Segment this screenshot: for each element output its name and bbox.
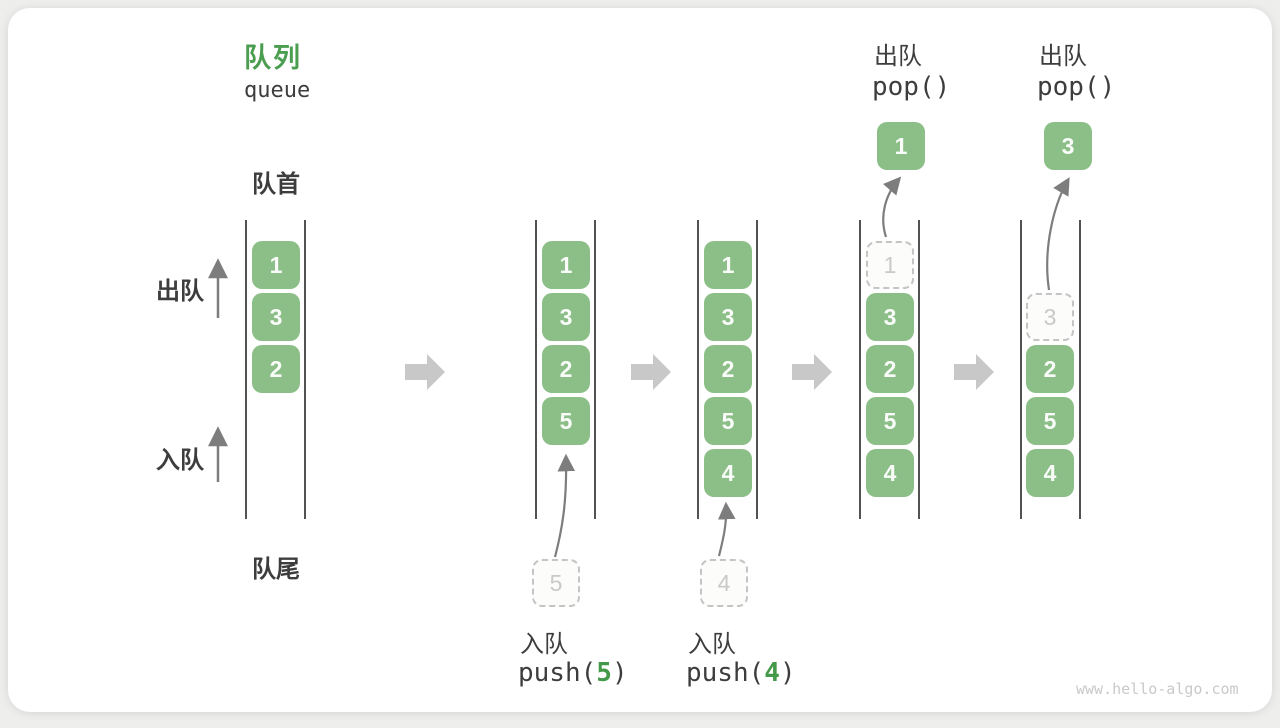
dequeue-op-label: 出队 bbox=[1039, 43, 1087, 70]
dequeue-op-call: pop() bbox=[1037, 72, 1115, 102]
call-suffix: ) bbox=[934, 72, 951, 102]
call-prefix: pop( bbox=[1037, 72, 1100, 102]
queue-cell: 4 bbox=[866, 449, 914, 497]
call-arg: 4 bbox=[764, 658, 780, 688]
watermark: www.hello-algo.com bbox=[1076, 680, 1239, 698]
enqueue-side-label: 入队 bbox=[156, 447, 204, 474]
queue-channel-2 bbox=[535, 220, 596, 519]
state-transition-arrow-1 bbox=[405, 354, 445, 390]
diagram-card: 队列 queue 队首 队尾 出队 入队 1 3 2 bbox=[8, 8, 1272, 712]
dequeue-op-label: 出队 bbox=[874, 43, 922, 70]
queue-channel-4 bbox=[859, 220, 920, 519]
call-prefix: push( bbox=[686, 658, 765, 688]
dequeue-op-call: pop() bbox=[872, 72, 950, 102]
queue-cell: 2 bbox=[866, 345, 914, 393]
arrow-layer bbox=[208, 176, 1070, 558]
queue-channel-1 bbox=[245, 220, 306, 519]
page-subtitle: queue bbox=[244, 78, 311, 103]
call-prefix: push( bbox=[518, 658, 597, 688]
queue-cell: 4 bbox=[1026, 449, 1074, 497]
queue-cell: 1 bbox=[252, 241, 300, 289]
popped-cell: 3 bbox=[1044, 122, 1092, 170]
queue-cell: 3 bbox=[542, 293, 590, 341]
enqueue-op-call: push(4) bbox=[686, 658, 796, 688]
pending-cell: 5 bbox=[532, 559, 580, 607]
queue-cell: 2 bbox=[542, 345, 590, 393]
queue-cell: 3 bbox=[704, 293, 752, 341]
queue-cell: 5 bbox=[542, 397, 590, 445]
queue-cell: 3 bbox=[866, 293, 914, 341]
call-prefix: pop( bbox=[872, 72, 935, 102]
queue-rear-label: 队尾 bbox=[252, 556, 300, 583]
queue-cell: 1 bbox=[704, 241, 752, 289]
state-transition-arrow-2 bbox=[631, 354, 671, 390]
queue-cell: 2 bbox=[252, 345, 300, 393]
queue-cell: 4 bbox=[704, 449, 752, 497]
queue-cell: 5 bbox=[866, 397, 914, 445]
queue-cell: 2 bbox=[704, 345, 752, 393]
removed-cell: 3 bbox=[1026, 293, 1074, 341]
pending-cell: 4 bbox=[700, 559, 748, 607]
queue-cell: 1 bbox=[542, 241, 590, 289]
queue-cell: 2 bbox=[1026, 345, 1074, 393]
page-title: 队列 bbox=[244, 43, 302, 73]
queue-front-label: 队首 bbox=[252, 171, 300, 198]
queue-cell: 5 bbox=[1026, 397, 1074, 445]
enqueue-op-call: push(5) bbox=[518, 658, 628, 688]
popped-cell: 1 bbox=[877, 122, 925, 170]
state-transition-arrow-3 bbox=[792, 354, 832, 390]
call-suffix: ) bbox=[779, 658, 796, 688]
removed-cell: 1 bbox=[866, 241, 914, 289]
dequeue-side-label: 出队 bbox=[156, 278, 204, 305]
queue-cell: 3 bbox=[252, 293, 300, 341]
queue-channel-3 bbox=[697, 220, 758, 519]
call-arg: 5 bbox=[596, 658, 612, 688]
enqueue-op-label: 入队 bbox=[520, 631, 568, 658]
call-suffix: ) bbox=[1099, 72, 1116, 102]
enqueue-op-label: 入队 bbox=[688, 631, 736, 658]
state-transition-arrow-4 bbox=[954, 354, 994, 390]
queue-cell: 5 bbox=[704, 397, 752, 445]
queue-channel-5 bbox=[1020, 220, 1081, 519]
call-suffix: ) bbox=[611, 658, 628, 688]
